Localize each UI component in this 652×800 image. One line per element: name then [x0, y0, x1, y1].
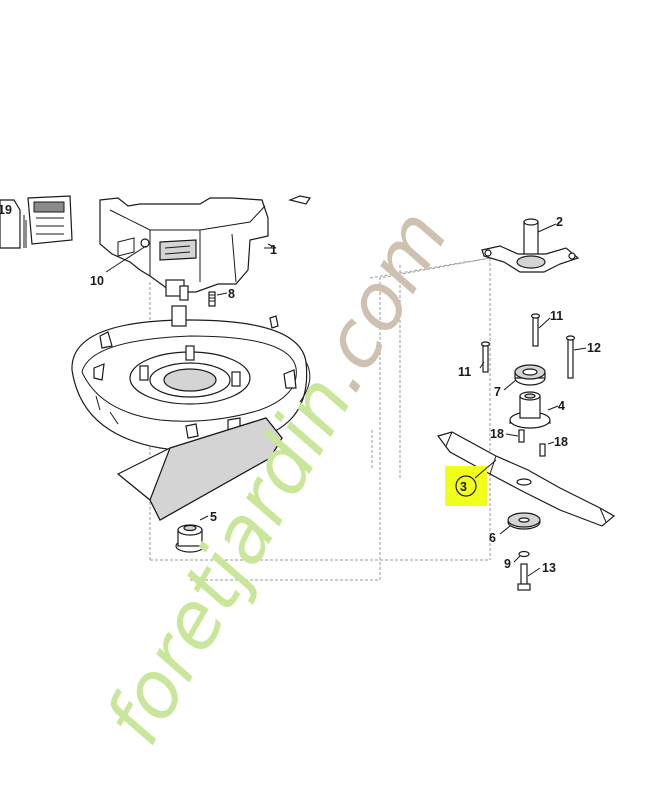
watermark-suffix-text: .com [293, 195, 467, 406]
callout-12: 12 [587, 341, 601, 355]
part-2-adapter [481, 218, 580, 273]
callout-10: 10 [90, 274, 104, 288]
part-11-bolts [480, 313, 541, 373]
part-18-pins [518, 429, 546, 457]
callout-18-right: 18 [554, 435, 568, 449]
callout-3: 3 [460, 480, 467, 494]
callout-3-ring [455, 475, 477, 497]
part-1-motor [99, 195, 311, 301]
callout-4: 4 [558, 399, 565, 413]
part-5-bushing [175, 524, 205, 553]
part-3-blade [436, 431, 616, 527]
callout-2: 2 [556, 215, 563, 229]
part-9-lockwasher [518, 550, 530, 558]
callout-8: 8 [228, 287, 235, 301]
part-13-screw [517, 563, 531, 591]
part-19-bracket [0, 195, 73, 249]
part-12-bolt [565, 335, 576, 379]
grass-chute [116, 417, 283, 521]
callout-7: 7 [494, 385, 501, 399]
highlight-box-part-3 [445, 466, 487, 506]
callout-19: 19 [0, 203, 12, 217]
callout-18-left: 18 [490, 427, 504, 441]
part-4-hub [509, 391, 551, 429]
callout-labels: 19 1 10 8 2 11 11 12 7 4 18 18 3 5 6 9 1… [0, 203, 601, 575]
leader-3 [474, 459, 497, 479]
callout-6: 6 [489, 531, 496, 545]
part-7-bearing [514, 364, 546, 386]
deck-housing [71, 305, 311, 452]
part-8-pin [208, 291, 216, 307]
callout-1: 1 [270, 243, 277, 257]
part-6-washer [507, 512, 541, 530]
callout-11-upper: 11 [550, 309, 563, 323]
leader-lines [105, 223, 587, 577]
callout-9: 9 [504, 557, 511, 571]
callout-5: 5 [210, 510, 217, 524]
callout-11-lower: 11 [458, 365, 471, 379]
callout-13: 13 [542, 561, 556, 575]
